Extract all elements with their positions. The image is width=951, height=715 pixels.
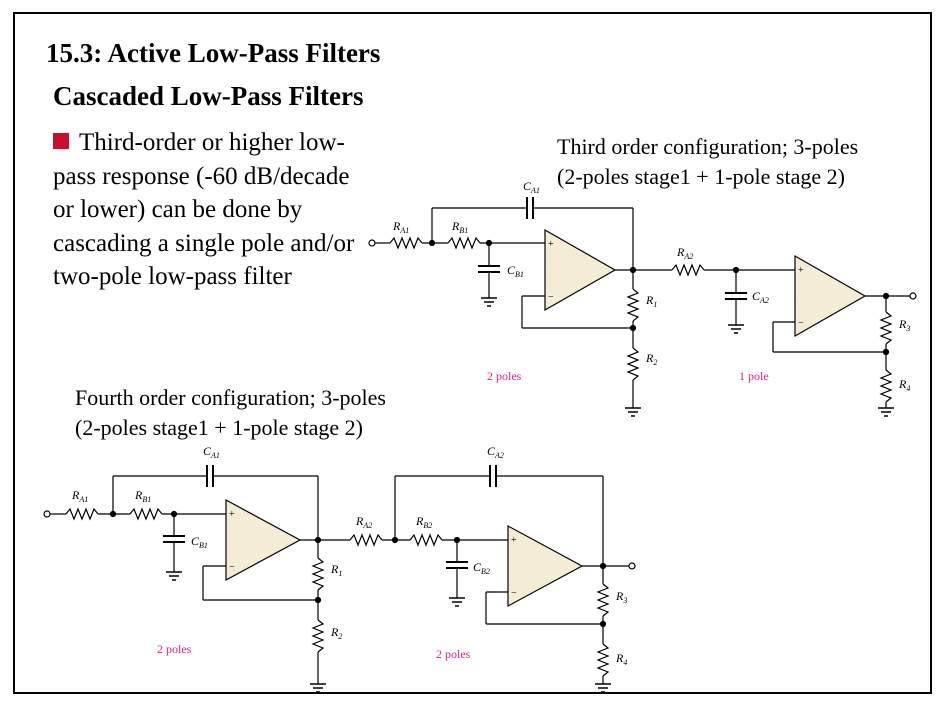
label-r3: R3 [898, 317, 910, 333]
resistor-r2-icon [627, 347, 639, 381]
label-ra2: RA2 [676, 245, 693, 261]
resistor-r1-icon [312, 557, 324, 591]
capacitor-ca2-icon [489, 464, 497, 488]
opamp-2-minus-pin: − [798, 318, 804, 329]
label-ra1: RA1 [71, 488, 88, 504]
fourth-order-stage2-poles: 2 poles [436, 647, 471, 661]
label-ra1: RA1 [392, 219, 409, 235]
label-r3: R3 [615, 589, 627, 605]
ground-icon [877, 407, 895, 417]
capacitor-cb2-icon [445, 561, 469, 569]
resistor-ra2-icon [671, 264, 705, 276]
label-cb1: CB1 [191, 534, 208, 550]
resistor-ra1-icon [389, 237, 423, 249]
label-ra2: RA2 [355, 514, 372, 530]
resistor-r4-icon [597, 643, 609, 677]
capacitor-cb1-icon [477, 265, 501, 273]
label-r1: R1 [645, 293, 657, 309]
slide-subtitle: Cascaded Low-Pass Filters [53, 81, 364, 111]
label-rb1: RB1 [134, 488, 151, 504]
output-terminal [628, 562, 636, 570]
label-ca2: CA2 [752, 289, 769, 305]
ground-icon [309, 683, 327, 693]
label-ca1: CA1 [523, 179, 540, 195]
opamp-1-plus-pin: + [229, 509, 235, 520]
resistor-r3-icon [597, 583, 609, 617]
opamp-1-plus-pin: + [548, 239, 554, 250]
slide-frame [13, 12, 932, 694]
label-r2: R2 [645, 351, 657, 367]
ground-icon [594, 683, 612, 693]
label-rb2: RB2 [415, 514, 432, 530]
resistor-ra2-icon [349, 534, 383, 546]
third-order-stage1-poles: 2 poles [487, 369, 522, 383]
third-order-circuit [368, 196, 917, 417]
ground-icon [165, 571, 183, 581]
bullet-point: Third-order or higher low-pass response … [53, 126, 373, 294]
capacitor-ca2-icon [724, 292, 748, 300]
label-cb2: CB2 [473, 560, 490, 576]
third-order-caption: Third order configuration; 3-poles (2-po… [557, 132, 858, 192]
third-order-caption-line1: Third order configuration; 3-poles [557, 134, 859, 159]
resistor-ra1-icon [65, 508, 99, 520]
third-order-stage2-poles: 1 pole [739, 369, 769, 383]
opamp-1-icon [225, 498, 302, 582]
capacitor-ca1-icon [526, 196, 534, 220]
fourth-order-caption-line2: (2-poles stage1 + 1-pole stage 2) [75, 415, 363, 440]
fourth-order-stage1-poles: 2 poles [157, 642, 192, 656]
input-terminal [368, 239, 376, 247]
opamp-2-icon [507, 524, 584, 608]
opamp-1-minus-pin: − [229, 562, 235, 573]
resistor-r1-icon [627, 288, 639, 322]
label-cb1: CB1 [507, 263, 524, 279]
label-ca2: CA2 [487, 444, 504, 460]
opamp-2-minus-pin: − [511, 588, 517, 599]
ground-icon [448, 597, 466, 607]
resistor-r3-icon [880, 311, 892, 345]
label-ca1: CA1 [203, 444, 220, 460]
bullet-square-icon [53, 133, 69, 149]
resistor-rb2-icon [409, 534, 443, 546]
label-r2: R2 [330, 625, 342, 641]
bullet-text: Third-order or higher low-pass response … [53, 129, 355, 290]
capacitor-ca1-icon [206, 464, 214, 488]
opamp-1-icon [544, 228, 617, 312]
opamp-2-plus-pin: + [798, 265, 804, 276]
opamp-2-plus-pin: + [511, 535, 517, 546]
resistor-r4-icon [880, 369, 892, 403]
resistor-rb1-icon [447, 237, 481, 249]
slide-title: 15.3: Active Low-Pass Filters [46, 38, 381, 68]
opamp-2-icon [794, 254, 867, 338]
label-rb1: RB1 [451, 219, 468, 235]
ground-icon [480, 297, 498, 307]
label-r1: R1 [330, 562, 342, 578]
output-terminal [909, 292, 917, 300]
fourth-order-caption-line1: Fourth order configuration; 3-poles [75, 385, 386, 410]
ground-icon [624, 407, 642, 417]
ground-icon [727, 324, 745, 334]
label-r4: R4 [615, 651, 627, 667]
fourth-order-circuit [43, 464, 636, 693]
label-r4: R4 [898, 377, 910, 393]
resistor-r2-icon [312, 619, 324, 653]
capacitor-cb1-icon [162, 535, 186, 543]
resistor-rb1-icon [129, 508, 163, 520]
fourth-order-caption: Fourth order configuration; 3-poles (2-p… [75, 383, 386, 443]
input-terminal [43, 510, 51, 518]
third-order-caption-line2: (2-poles stage1 + 1-pole stage 2) [557, 164, 845, 189]
opamp-1-minus-pin: − [548, 292, 554, 303]
